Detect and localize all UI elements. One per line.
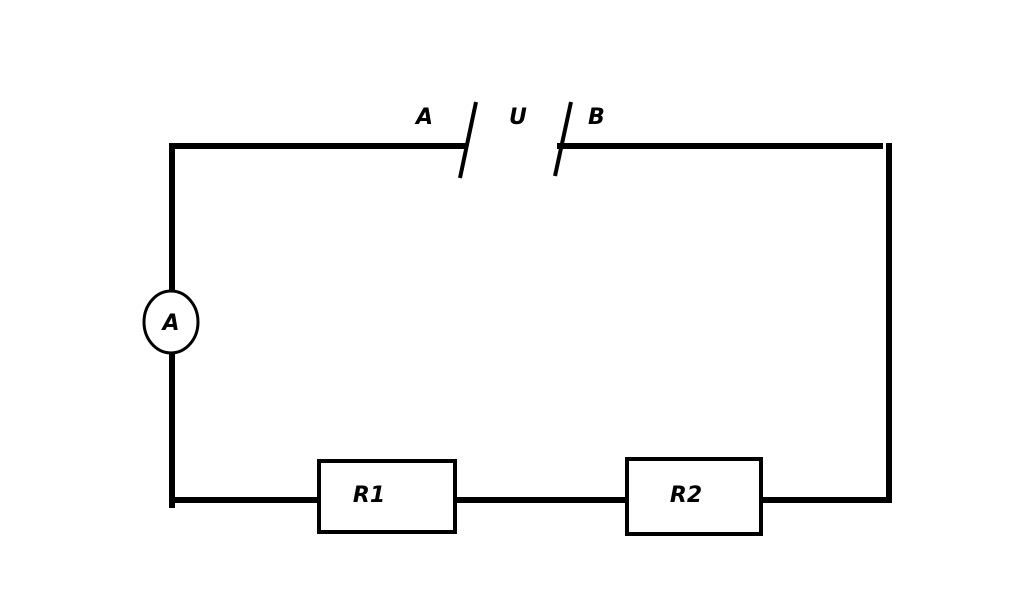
ammeter-label: A xyxy=(160,311,179,336)
source-plate-a xyxy=(458,101,478,179)
source-plate-b xyxy=(553,101,573,177)
resistor-r2-label: R2 xyxy=(670,483,702,508)
voltage-label: U xyxy=(509,105,527,130)
terminal-a-label: A xyxy=(414,105,433,130)
resistor-r1-label: R1 xyxy=(353,483,385,508)
terminal-b-label: B xyxy=(588,105,605,130)
ammeter-symbol xyxy=(142,289,200,355)
resistor-r2 xyxy=(625,457,763,536)
resistor-r1 xyxy=(317,459,457,534)
